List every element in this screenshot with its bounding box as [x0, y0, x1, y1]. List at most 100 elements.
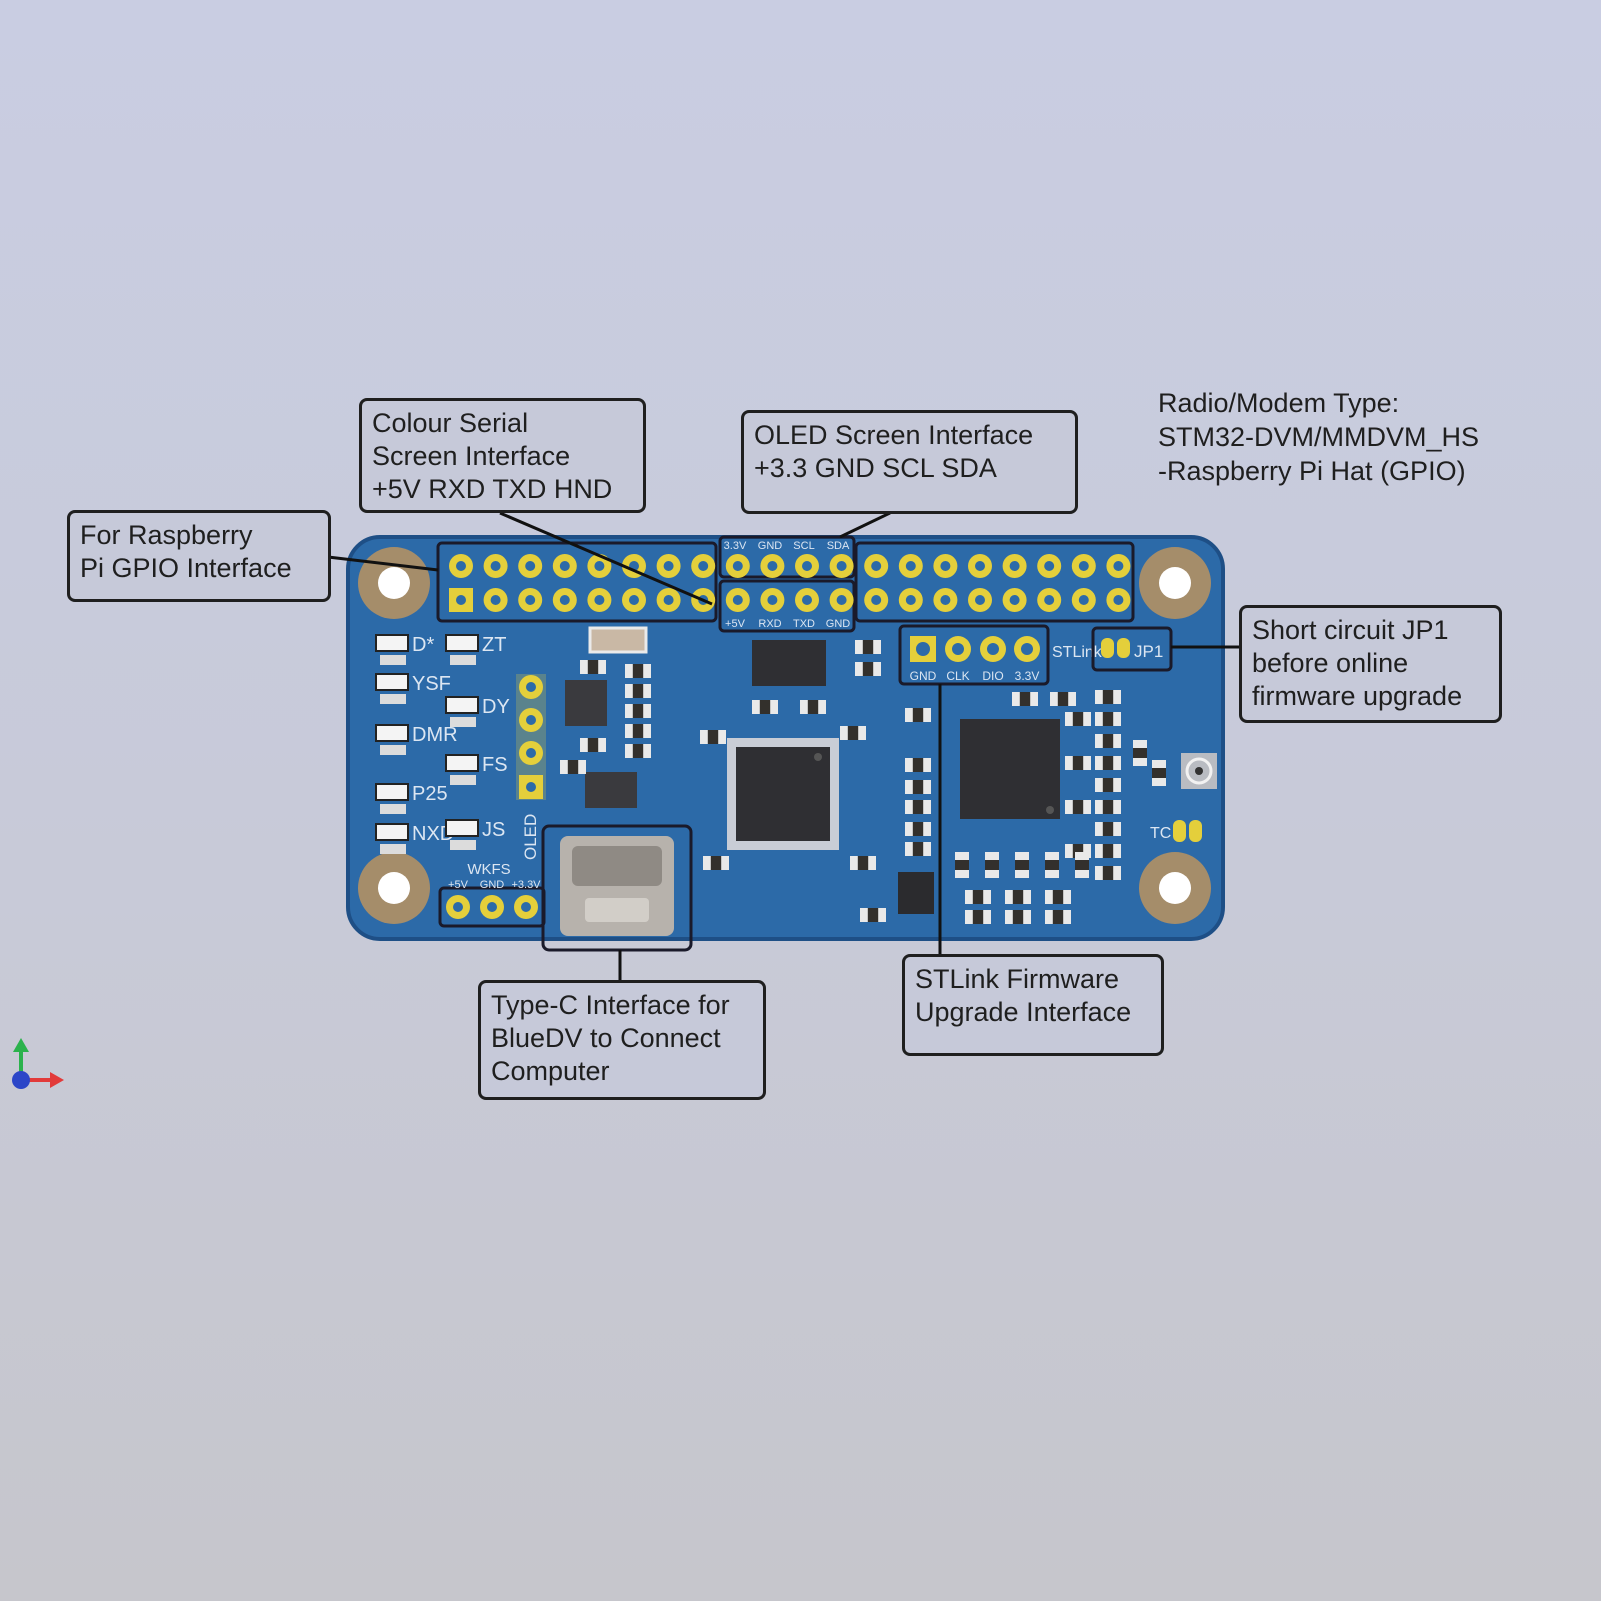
gpio-pin — [795, 588, 819, 612]
crystal — [898, 872, 934, 914]
smd-part — [905, 780, 931, 794]
mount-hole-bottom-right — [1139, 852, 1211, 924]
rf-chip — [960, 719, 1060, 819]
callout-jp1-line-3: firmware upgrade — [1252, 681, 1463, 711]
silk-tc: TC — [1150, 825, 1171, 842]
led-label: JS — [482, 819, 505, 841]
smd-part — [965, 910, 991, 924]
smd-part — [1095, 778, 1121, 792]
mount-hole-top-left — [358, 547, 430, 619]
silk-wkfs-5v: +5V — [448, 879, 469, 891]
silk-oled-3v3: 3.3V — [724, 540, 747, 552]
smd-part — [1095, 756, 1121, 770]
smd-part — [1095, 866, 1121, 880]
smd-part — [1065, 756, 1091, 770]
smd-part — [752, 700, 778, 714]
led-label: D* — [412, 634, 434, 656]
smd-part — [1152, 760, 1166, 786]
smd-part — [1065, 712, 1091, 726]
gpio-header-left — [436, 541, 718, 623]
smd-part — [1095, 734, 1121, 748]
callout-typec-line-3: Computer — [491, 1056, 610, 1086]
small-ic — [565, 680, 607, 726]
smd-part — [905, 708, 931, 722]
capacitor-large — [588, 626, 648, 654]
antenna-connector — [1181, 753, 1217, 789]
silk-stlink-gnd: GND — [910, 669, 937, 683]
leader-gpio — [327, 555, 439, 572]
status-led: ZT — [445, 634, 506, 665]
silk-oled-sda: SDA — [827, 540, 850, 552]
callout-typec-line-1: Type-C Interface for — [491, 990, 730, 1020]
smd-part — [1015, 852, 1029, 878]
callout-oled-screen: OLED Screen Interface +3.3 GND SCL SDA — [741, 410, 1078, 514]
silk-stlink-clk: CLK — [946, 669, 969, 683]
leader-serial — [499, 511, 713, 606]
gpio-pin — [760, 554, 785, 578]
led-label: DY — [482, 696, 510, 718]
gpio-pin — [898, 554, 923, 578]
tc-pads — [1173, 820, 1202, 842]
gpio-pin — [656, 554, 681, 578]
gpio-pin — [449, 588, 473, 612]
axis-gizmo-icon — [12, 1038, 64, 1089]
smd-part — [625, 684, 651, 698]
callout-typec: Type-C Interface for BlueDV to Connect C… — [478, 980, 766, 1100]
led-label: YSF — [412, 673, 451, 695]
gpio-pin-grid — [449, 554, 1131, 612]
smd-part — [905, 800, 931, 814]
smd-part — [580, 660, 606, 674]
callout-stlink-line-1: STLink Firmware — [915, 964, 1120, 994]
gpio-pin — [968, 554, 992, 578]
smd-part — [625, 664, 651, 678]
callout-oled-line-2: +3.3 GND SCL SDA — [754, 453, 997, 483]
status-led: FS — [445, 754, 508, 785]
stlink-pins — [910, 636, 1040, 662]
gpio-pin — [1071, 588, 1096, 612]
gpio-pin — [1106, 588, 1131, 612]
smd-part — [580, 738, 606, 752]
callout-serial-line-3: +5V RXD TXD HND — [372, 474, 613, 504]
modem-type-line-3: -Raspberry Pi Hat (GPIO) — [1158, 456, 1466, 486]
gpio-pin — [1002, 588, 1027, 612]
silk-stlink-3v3: 3.3V — [1015, 669, 1040, 683]
callout-jp1-line-2: before online — [1252, 648, 1409, 678]
buffer-ic — [585, 772, 637, 808]
typec-outline — [541, 824, 693, 952]
gpio-pin — [829, 588, 854, 612]
gpio-pin — [518, 554, 543, 578]
led-label: P25 — [412, 783, 448, 805]
callout-gpio-line-2: Pi GPIO Interface — [80, 553, 292, 583]
gpio-pin — [552, 588, 577, 612]
gpio-pin — [760, 588, 785, 612]
wkfs-pins — [446, 895, 538, 919]
gpio-pin — [1106, 554, 1131, 578]
stlink-header-outline — [898, 624, 1050, 686]
gpio-pin — [587, 554, 612, 578]
smd-part — [1095, 800, 1121, 814]
gpio-pin — [933, 588, 958, 612]
gpio-header-right — [854, 541, 1135, 623]
smd-part — [985, 852, 999, 878]
gpio-pin — [898, 588, 923, 612]
gpio-pin — [1037, 588, 1062, 612]
smd-part — [1095, 690, 1121, 704]
callout-stlink-line-2: Upgrade Interface — [915, 997, 1132, 1027]
mcu-chip — [727, 738, 839, 850]
smd-part — [703, 856, 729, 870]
silk-wkfs: WKFS — [467, 861, 510, 878]
led-label: NXD — [412, 823, 454, 845]
jp1-pads — [1101, 638, 1130, 658]
smd-part — [840, 726, 866, 740]
status-led: YSF — [375, 673, 451, 704]
silk-wkfs-3v3: +3.3V — [511, 879, 541, 891]
gpio-pin — [968, 588, 992, 612]
smd-part — [560, 760, 586, 774]
smd-part — [905, 822, 931, 836]
silk-serial-txd: TXD — [793, 618, 815, 630]
status-led: P25 — [375, 783, 448, 814]
silk-serial-5v: +5V — [725, 618, 746, 630]
